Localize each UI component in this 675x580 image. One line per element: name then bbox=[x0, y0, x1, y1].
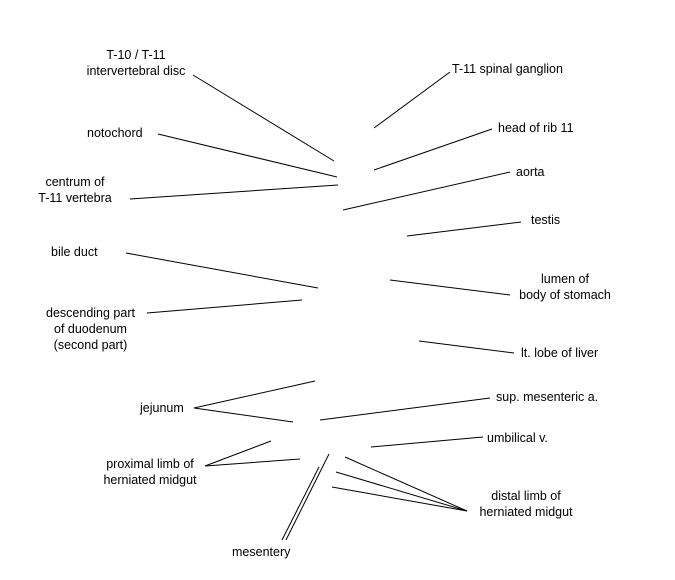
leader-liver-lobe bbox=[418, 340, 515, 354]
leader-centrum bbox=[129, 184, 339, 200]
leader-intervertebral-disc bbox=[192, 74, 335, 162]
label-mesentery: mesentery bbox=[232, 545, 291, 559]
leader-proximal-limb-upper bbox=[204, 440, 272, 467]
leader-umbilical-vein bbox=[370, 436, 484, 448]
label-testis: testis bbox=[531, 213, 561, 227]
label-notochord: notochord bbox=[87, 126, 143, 140]
leader-spinal-ganglion bbox=[373, 71, 451, 129]
leader-jejunum-lower bbox=[193, 407, 294, 423]
leader-aorta bbox=[342, 171, 511, 211]
leader-sup-mesenteric-artery bbox=[319, 397, 491, 421]
leader-notochord bbox=[157, 133, 338, 178]
label-aorta: aorta bbox=[516, 165, 545, 179]
label-head-of-rib: head of rib 11 bbox=[498, 121, 574, 135]
label-bile-duct: bile duct bbox=[51, 245, 98, 259]
label-jejunum: jejunum bbox=[140, 401, 184, 415]
leader-mesentery-right bbox=[285, 453, 330, 541]
leader-mesentery-left bbox=[281, 466, 320, 541]
label-proximal-limb: proximal limb of herniated midgut bbox=[103, 457, 197, 487]
label-duodenum: descending part of duodenum (second part… bbox=[46, 306, 135, 352]
leader-distal-limb-3 bbox=[331, 486, 468, 512]
label-umbilical-vein: umbilical v. bbox=[487, 431, 548, 445]
label-centrum: centrum of T-11 vertebra bbox=[38, 175, 112, 205]
leader-distal-limb-2 bbox=[335, 471, 468, 512]
leader-proximal-limb-lower bbox=[204, 458, 301, 467]
label-liver-lobe: lt. lobe of liver bbox=[521, 346, 599, 360]
leader-duodenum bbox=[146, 299, 303, 314]
label-sup-mesenteric-artery: sup. mesenteric a. bbox=[496, 390, 599, 404]
leader-jejunum-upper bbox=[193, 380, 316, 409]
leader-stomach-lumen bbox=[389, 279, 511, 296]
label-stomach-lumen: lumen of body of stomach bbox=[519, 272, 611, 302]
leader-testis bbox=[406, 221, 522, 237]
label-distal-limb: distal limb of herniated midgut bbox=[479, 489, 573, 519]
label-spinal-ganglion: T-11 spinal ganglion bbox=[452, 62, 563, 76]
leader-bile-duct bbox=[125, 252, 319, 289]
label-intervertebral-disc: T-10 / T-11 intervertebral disc bbox=[86, 48, 186, 78]
leader-distal-limb-1 bbox=[344, 456, 468, 512]
leader-head-of-rib bbox=[373, 128, 493, 171]
